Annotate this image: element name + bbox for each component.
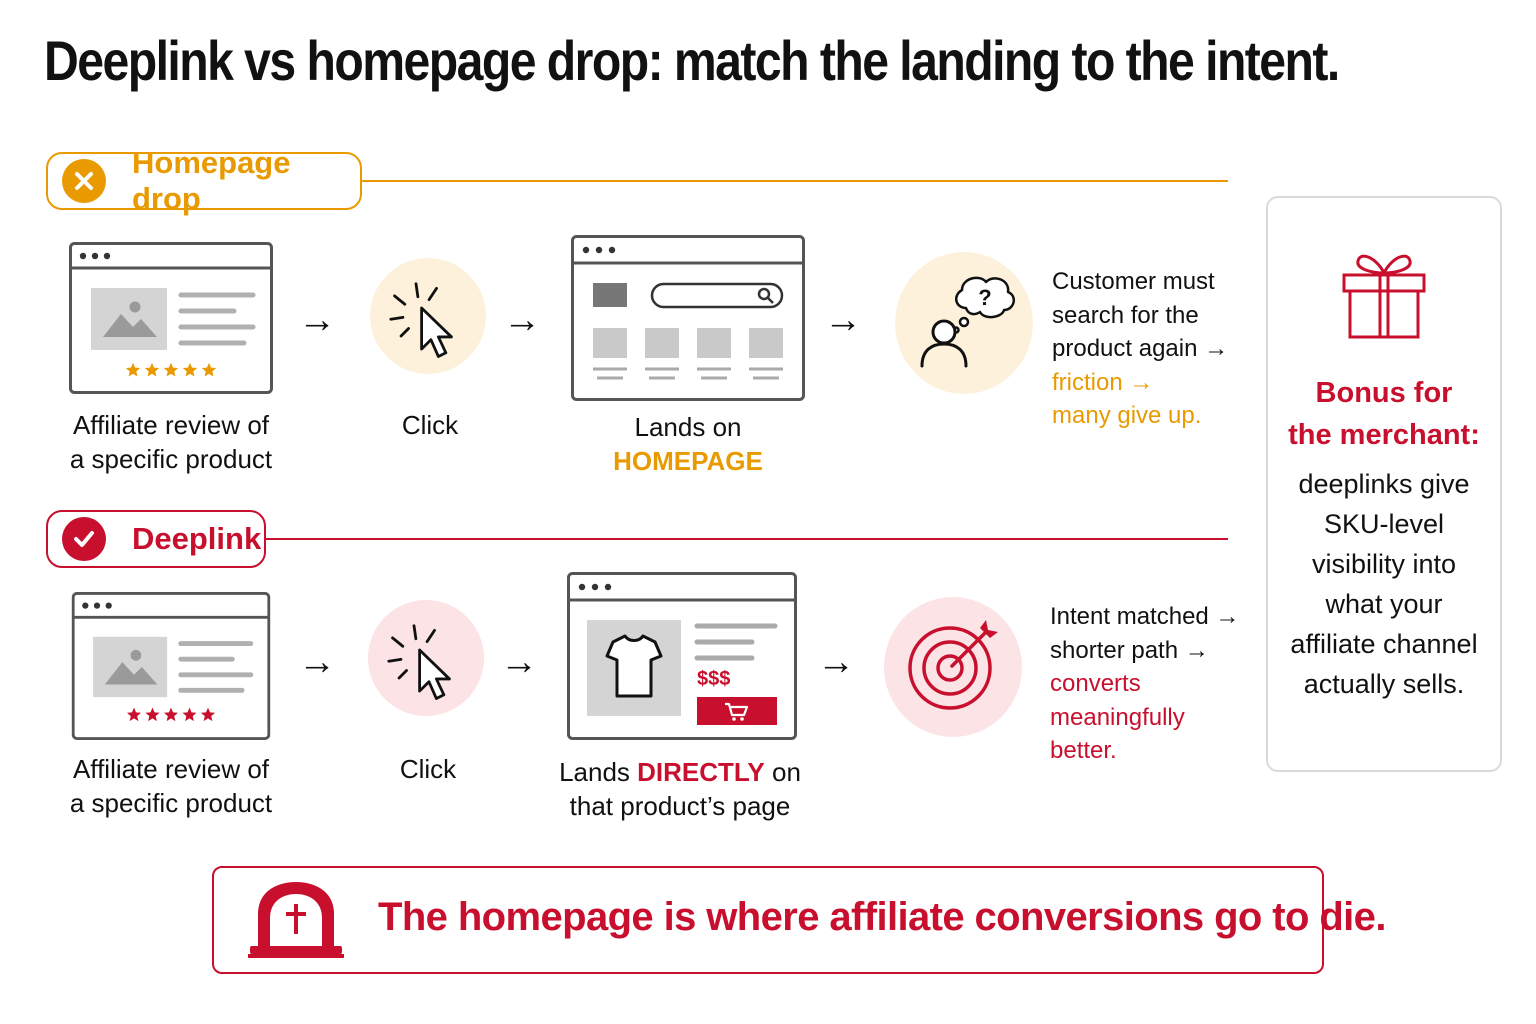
flow-arrow-icon: → bbox=[298, 641, 336, 683]
check-icon bbox=[62, 517, 106, 561]
homepage-drop-label-text: Homepage drop bbox=[132, 145, 291, 216]
flow-arrow-icon: → bbox=[500, 641, 538, 683]
flow-arrow-icon: → bbox=[298, 299, 336, 341]
deeplink-label: Deeplink bbox=[46, 510, 266, 568]
deeplink-divider bbox=[266, 538, 1228, 540]
confused-customer-icon: ? bbox=[920, 276, 1016, 368]
bonus-body: deeplinks give SKU-level visibility into… bbox=[1290, 469, 1478, 699]
cursor-click-icon bbox=[388, 278, 472, 366]
bottom-banner bbox=[212, 866, 1324, 974]
review-caption: Affiliate review of a specific product bbox=[69, 754, 273, 818]
product-page-icon bbox=[567, 572, 797, 740]
add-to-cart-icon bbox=[725, 702, 749, 721]
deeplink-label-text: Deeplink bbox=[132, 521, 262, 556]
flow-arrow-icon: → bbox=[503, 299, 541, 341]
landing-caption: Lands DIRECTLY on that product’s page bbox=[559, 757, 801, 821]
flow-arrow-icon: → bbox=[824, 299, 862, 341]
flow-arrow-icon: → bbox=[817, 641, 855, 683]
price-label: $$$ bbox=[697, 668, 731, 690]
click-caption: Click bbox=[399, 754, 457, 784]
bonus-heading: Bonus for the merchant: bbox=[1288, 377, 1480, 451]
homepage-browser-icon bbox=[571, 235, 805, 401]
product-page-browser: $$$ bbox=[567, 572, 797, 740]
click-caption: Click bbox=[401, 410, 459, 440]
svg-text:?: ? bbox=[978, 285, 991, 310]
target-icon bbox=[908, 620, 998, 710]
deeplink-outcome-text: Intent matched → shorter path → converts… bbox=[1050, 603, 1240, 764]
homepage-outcome-text: Customer must search for the product aga… bbox=[1052, 268, 1229, 429]
gift-icon bbox=[1342, 254, 1426, 339]
page-title: Deeplink vs homepage drop: match the lan… bbox=[44, 29, 1340, 92]
cursor-click-icon bbox=[386, 620, 470, 708]
tombstone-icon bbox=[248, 882, 344, 958]
x-icon bbox=[62, 159, 106, 203]
bottom-banner-text: The homepage is where affiliate conversi… bbox=[378, 895, 1386, 939]
landing-caption: Lands on HOMEPAGE bbox=[613, 412, 763, 476]
affiliate-review-page-icon bbox=[68, 592, 274, 740]
homepage-drop-divider bbox=[362, 180, 1228, 182]
review-caption: Affiliate review of a specific product bbox=[69, 410, 273, 474]
homepage-drop-label: Homepage drop bbox=[46, 145, 362, 216]
affiliate-review-page-icon bbox=[68, 242, 274, 394]
